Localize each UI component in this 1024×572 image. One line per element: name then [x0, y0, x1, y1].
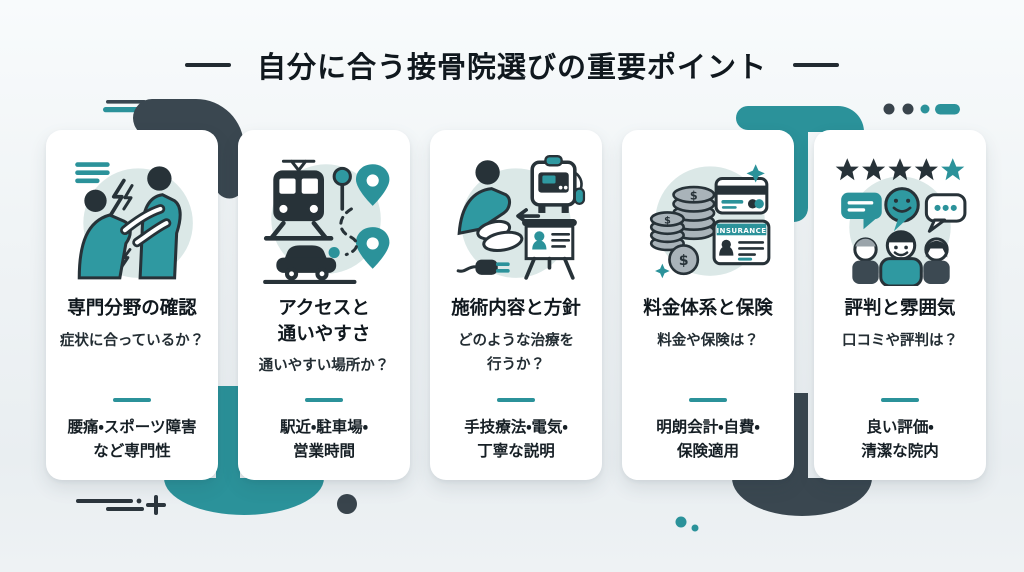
card-access: アクセスと 通いやすさ 通いやすい場所か？ 駅近・駐車場・ 営業時間: [238, 130, 410, 480]
card-question: 料金や保険は？: [657, 332, 759, 349]
card-specialty: 専門分野の確認 症状に合っているか？ 腰痛・スポーツ障害 など専門性: [46, 130, 218, 480]
fees-insurance-icon: $ $ $ INSURANCE: [622, 130, 794, 294]
card-question: 通いやすい場所か？: [258, 358, 390, 375]
dark-dot: [337, 494, 357, 514]
reviews-atmosphere-icon: [814, 130, 986, 294]
teal-hook-shape: [736, 106, 864, 222]
title-dash-left: [184, 63, 231, 67]
card-title: アクセスと 通いやすさ: [277, 298, 371, 345]
card-detail: 良い評価・ 清潔な院内: [861, 417, 939, 460]
card-divider: [497, 398, 535, 402]
dollar-glyph: $: [690, 189, 698, 202]
title-dash-right: [793, 63, 839, 67]
card-title: 評判と雰囲気: [844, 298, 956, 319]
dollar-glyph: $: [679, 253, 689, 269]
card-question: どのような治療を 行うか？: [457, 332, 574, 374]
star-rating: [835, 158, 965, 181]
card-divider: [689, 398, 727, 402]
dollar-glyph: $: [664, 216, 671, 227]
teal-blob-shape: [164, 386, 324, 515]
card-question: 症状に合っているか？: [59, 332, 205, 349]
card-detail: 腰痛・スポーツ障害 など専門性: [67, 417, 197, 460]
treatment-method-icon: [430, 130, 602, 294]
card-title: 専門分野の確認: [67, 298, 197, 319]
page-header: 自分に合う接骨院選びの重要ポイント: [0, 44, 1024, 86]
card-detail: 手技療法・電気・ 丁寧な説明: [464, 417, 568, 460]
card-title: 施術内容と方針: [451, 298, 581, 319]
card-title: 料金体系と保険: [643, 298, 773, 319]
card-detail: 駅近・駐車場・ 営業時間: [279, 417, 369, 460]
transport-access-icon: [238, 130, 410, 294]
card-divider: [305, 398, 343, 402]
card-reviews: 評判と雰囲気 口コミや評判は？ 良い評価・ 清潔な院内: [814, 130, 986, 480]
card-fees-insurance: $ $ $ INSURANCE: [622, 130, 794, 480]
card-question: 口コミや評判は？: [842, 332, 958, 349]
card-divider: [113, 398, 151, 402]
page-title: 自分に合う接骨院選びの重要ポイント: [256, 50, 767, 84]
dashes-plus-ornament: [76, 495, 166, 515]
teal-dots-ornament: [675, 516, 699, 532]
card-divider: [881, 398, 919, 402]
insurance-label: INSURANCE: [716, 226, 766, 235]
card-treatment: 施術内容と方針 どのような治療を 行うか？ 手技療法・電気・ 丁寧な説明: [430, 130, 602, 480]
card-detail: 明朗会計・自費・ 保険適用: [656, 417, 760, 460]
points-card-row: 専門分野の確認 症状に合っているか？ 腰痛・スポーツ障害 など専門性: [46, 130, 986, 480]
back-pain-treatment-icon: [46, 130, 218, 294]
dots-and-dash-ornament: [883, 103, 960, 115]
